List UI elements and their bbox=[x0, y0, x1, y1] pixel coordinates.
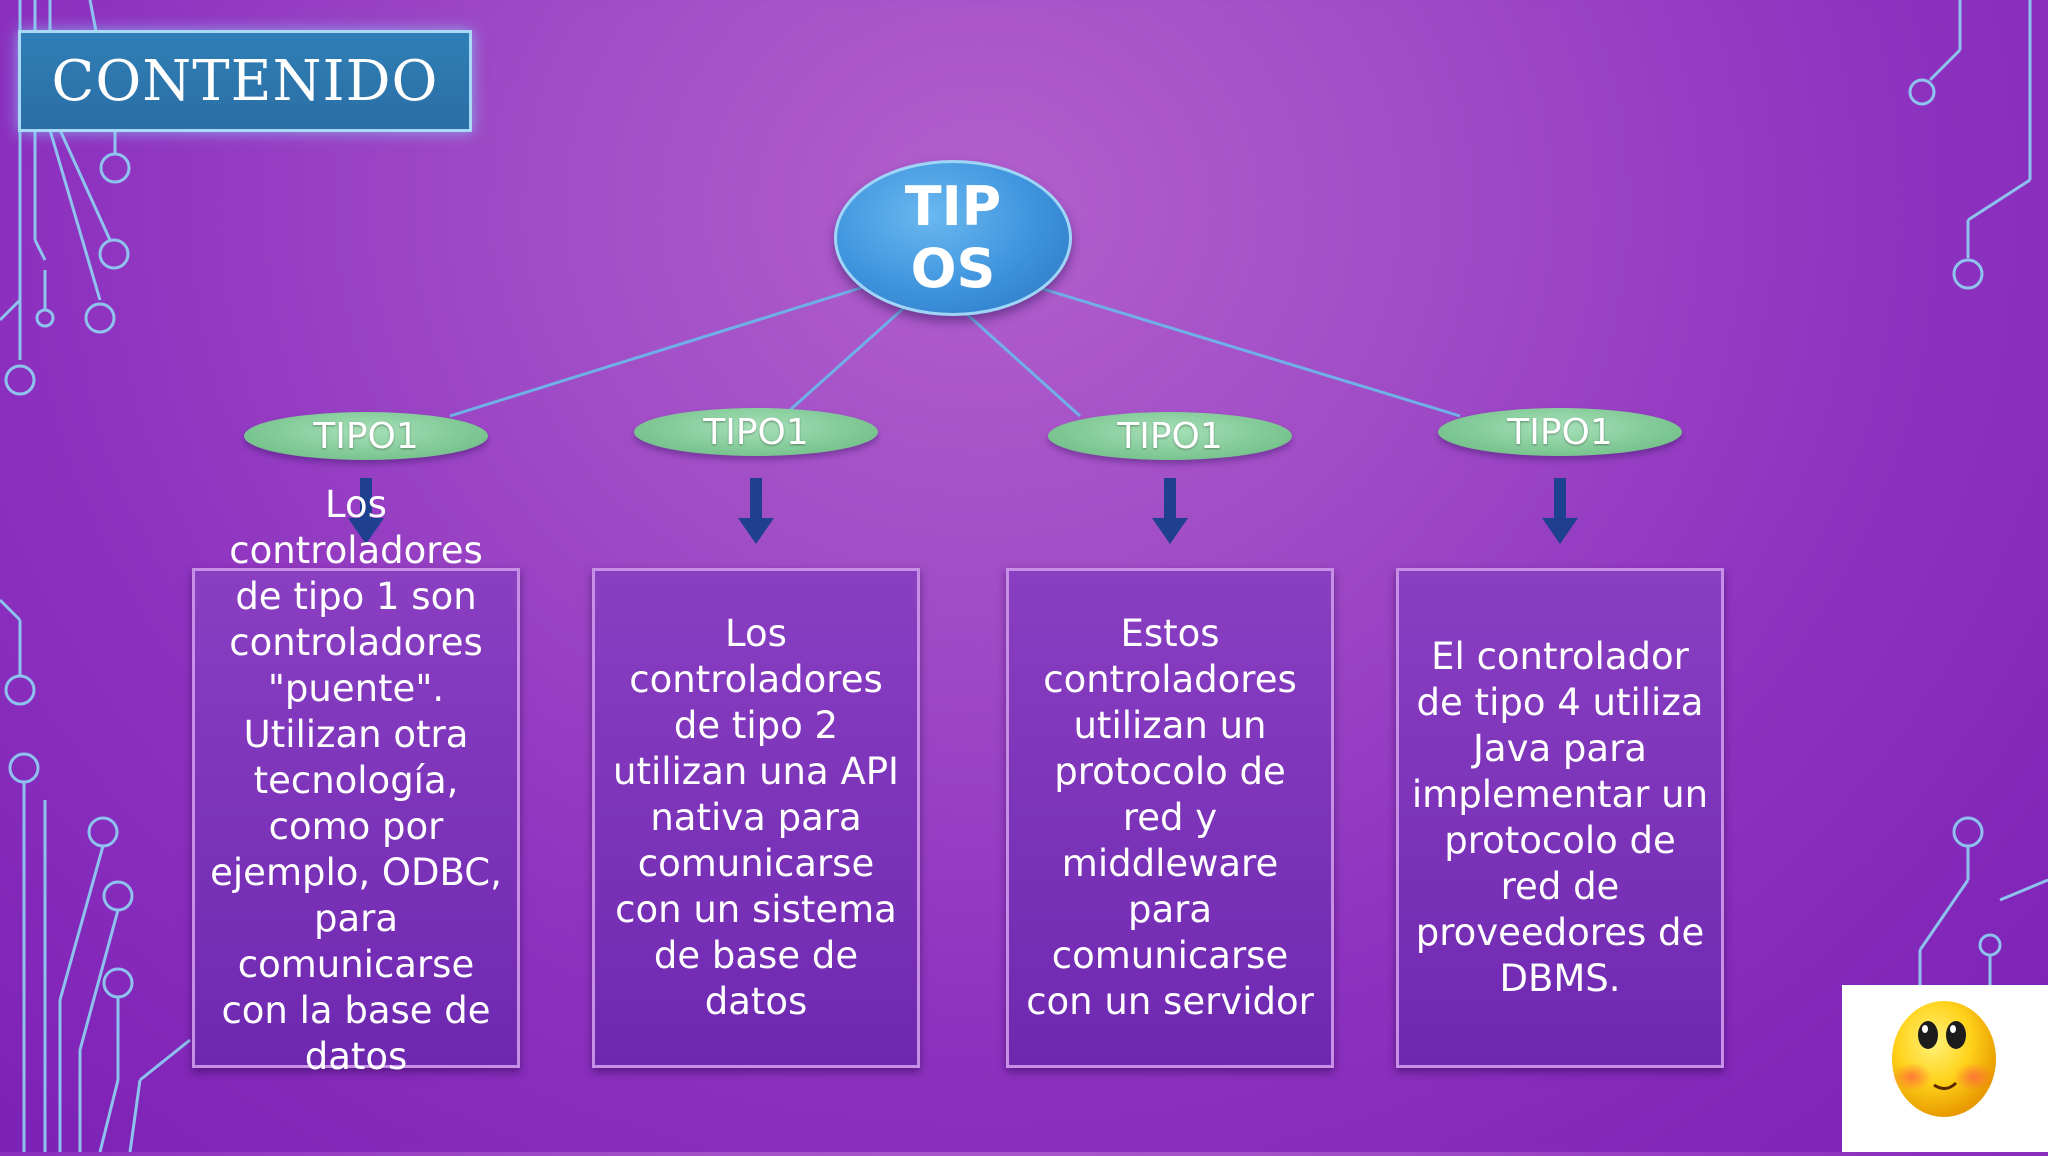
arrow-down-icon bbox=[1152, 478, 1188, 544]
description-text: Los controladores de tipo 2 utilizan una… bbox=[613, 612, 899, 1023]
type-node-label: TIPO1 bbox=[1507, 411, 1613, 453]
connector-1 bbox=[449, 283, 871, 418]
root-node-label: TIPOS bbox=[904, 175, 1002, 300]
type-node-3: TIPO1 bbox=[1048, 412, 1292, 460]
type-node-2: TIPO1 bbox=[634, 408, 878, 456]
arrow-down-icon bbox=[348, 478, 384, 544]
description-box-3: Estos controladores utilizan un protocol… bbox=[1006, 568, 1334, 1068]
type-node-1: TIPO1 bbox=[244, 412, 488, 460]
description-box-2: Los controladores de tipo 2 utilizan una… bbox=[592, 568, 920, 1068]
connector-4 bbox=[1029, 283, 1461, 418]
description-box-4: El controlador de tipo 4 utiliza Java pa… bbox=[1396, 568, 1724, 1068]
connector-2 bbox=[788, 304, 908, 412]
page-title: CONTENIDO bbox=[51, 48, 439, 114]
description-text: El controlador de tipo 4 utiliza Java pa… bbox=[1411, 635, 1709, 1000]
arrow-down-icon bbox=[1542, 478, 1578, 544]
type-node-label: TIPO1 bbox=[703, 411, 809, 453]
type-node-label: TIPO1 bbox=[313, 415, 419, 457]
connector-3 bbox=[958, 306, 1082, 418]
type-node-label: TIPO1 bbox=[1117, 415, 1223, 457]
emoji-panel bbox=[1842, 985, 2048, 1152]
description-text: Los controladores de tipo 1 son controla… bbox=[210, 483, 502, 1078]
type-node-4: TIPO1 bbox=[1438, 408, 1682, 456]
root-node: TIPOS bbox=[834, 160, 1072, 316]
blushing-smiley-icon bbox=[1892, 1001, 1996, 1117]
description-text: Estos controladores utilizan un protocol… bbox=[1026, 612, 1314, 1023]
arrow-down-icon bbox=[738, 478, 774, 544]
description-box-1: Los controladores de tipo 1 son controla… bbox=[192, 483, 520, 1078]
title-banner: CONTENIDO bbox=[18, 30, 472, 132]
